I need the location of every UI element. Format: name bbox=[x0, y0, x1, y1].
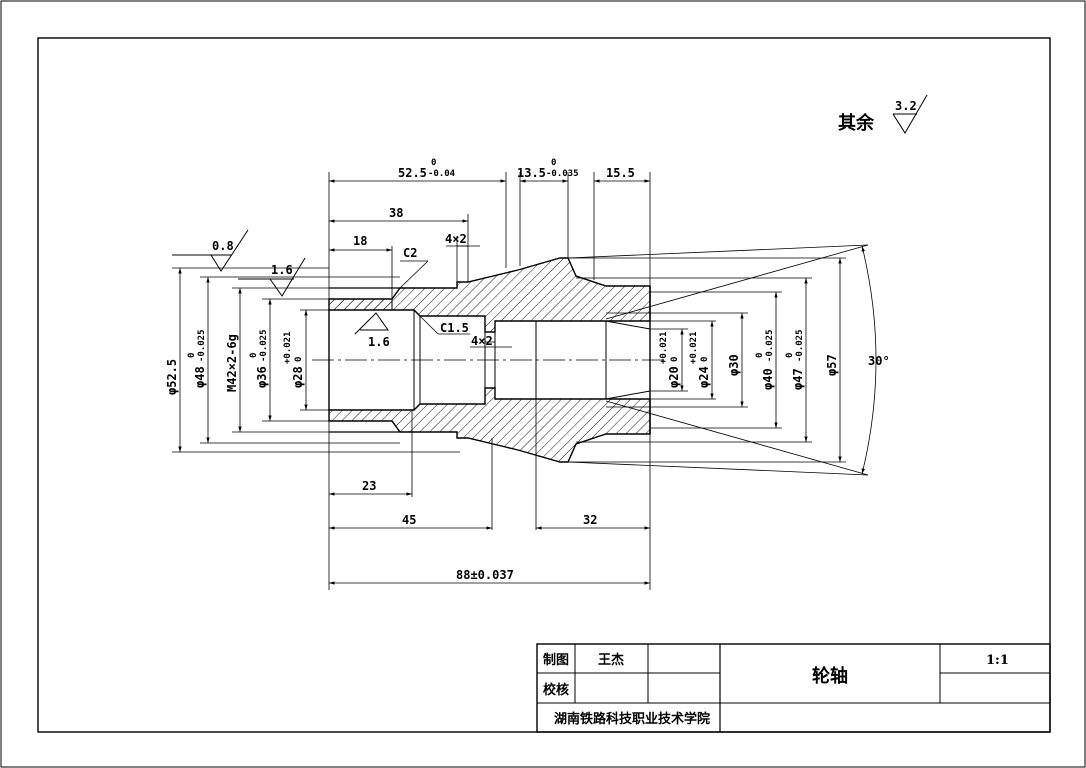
svg-text:0: 0 bbox=[431, 158, 436, 168]
svg-text:0: 0 bbox=[700, 357, 710, 362]
svg-text:其余: 其余 bbox=[838, 112, 875, 134]
svg-text:湖南铁路科技职业技术学院: 湖南铁路科技职业技术学院 bbox=[554, 711, 710, 727]
svg-text:0: 0 bbox=[785, 353, 795, 358]
roughness-symbols: 0.8 1.6 1.6 bbox=[172, 229, 390, 349]
svg-text:φ28: φ28 bbox=[291, 366, 305, 388]
svg-text:3.2: 3.2 bbox=[895, 99, 917, 113]
title-block bbox=[536, 643, 1051, 733]
svg-text:φ47: φ47 bbox=[791, 368, 805, 390]
svg-text:0: 0 bbox=[187, 353, 197, 358]
svg-text:38: 38 bbox=[389, 206, 403, 220]
svg-text:-0.025: -0.025 bbox=[765, 329, 775, 362]
svg-text:C2: C2 bbox=[403, 246, 417, 260]
svg-text:-0.025: -0.025 bbox=[197, 329, 207, 362]
svg-text:φ24: φ24 bbox=[697, 366, 711, 388]
dimension-texts: 52.5 0 -0.04 13.5 0 -0.035 15.5 38 18 4×… bbox=[165, 158, 890, 582]
roughness-symbol bbox=[892, 94, 928, 134]
svg-text:1.6: 1.6 bbox=[271, 263, 293, 277]
svg-text:-0.035: -0.035 bbox=[546, 169, 579, 179]
svg-text:4×2: 4×2 bbox=[445, 232, 467, 246]
svg-text:φ40: φ40 bbox=[761, 368, 775, 390]
svg-text:王杰: 王杰 bbox=[598, 652, 624, 668]
dimension-lines bbox=[172, 172, 877, 590]
svg-text:+0.021: +0.021 bbox=[689, 331, 699, 364]
svg-text:32: 32 bbox=[583, 513, 597, 527]
svg-text:0: 0 bbox=[249, 353, 259, 358]
svg-text:1:1: 1:1 bbox=[986, 653, 1009, 668]
svg-text:+0.021: +0.021 bbox=[659, 331, 669, 364]
svg-text:45: 45 bbox=[402, 513, 416, 527]
svg-text:4×2: 4×2 bbox=[471, 334, 493, 348]
svg-text:校核: 校核 bbox=[543, 682, 569, 698]
svg-text:23: 23 bbox=[362, 479, 376, 493]
svg-text:30°: 30° bbox=[868, 354, 890, 368]
svg-text:0: 0 bbox=[755, 353, 765, 358]
svg-text:-0.025: -0.025 bbox=[259, 329, 269, 362]
svg-text:0: 0 bbox=[551, 158, 556, 168]
svg-text:13.5: 13.5 bbox=[517, 166, 546, 180]
svg-text:0: 0 bbox=[670, 357, 680, 362]
svg-text:φ52.5: φ52.5 bbox=[165, 359, 179, 395]
svg-text:1.6: 1.6 bbox=[368, 335, 390, 349]
svg-text:φ57: φ57 bbox=[825, 354, 839, 376]
svg-text:制图: 制图 bbox=[543, 652, 569, 668]
svg-text:φ48: φ48 bbox=[193, 366, 207, 388]
drawing-frame bbox=[37, 37, 1051, 733]
svg-text:M42×2-6g: M42×2-6g bbox=[225, 334, 239, 392]
part-section bbox=[312, 257, 665, 463]
svg-text:0.8: 0.8 bbox=[212, 239, 234, 253]
svg-text:15.5: 15.5 bbox=[606, 166, 635, 180]
svg-text:φ36: φ36 bbox=[255, 366, 269, 388]
svg-text:0: 0 bbox=[294, 357, 304, 362]
upper-section-fill-left bbox=[328, 298, 393, 311]
svg-text:-0.025: -0.025 bbox=[795, 329, 805, 362]
svg-text:轮轴: 轮轴 bbox=[812, 665, 848, 687]
svg-text:+0.021: +0.021 bbox=[283, 331, 293, 364]
svg-text:52.5: 52.5 bbox=[398, 166, 427, 180]
svg-text:88±0.037: 88±0.037 bbox=[456, 568, 514, 582]
svg-text:C1.5: C1.5 bbox=[440, 321, 469, 335]
svg-text:φ30: φ30 bbox=[727, 354, 741, 376]
svg-text:-0.04: -0.04 bbox=[428, 169, 456, 179]
general-roughness: 其余 3.2 bbox=[838, 94, 928, 134]
title-block-texts: 制图 王杰 校核 轮轴 1:1 湖南铁路科技职业技术学院 bbox=[543, 652, 1009, 727]
svg-text:φ20: φ20 bbox=[667, 366, 681, 388]
svg-text:18: 18 bbox=[353, 234, 367, 248]
